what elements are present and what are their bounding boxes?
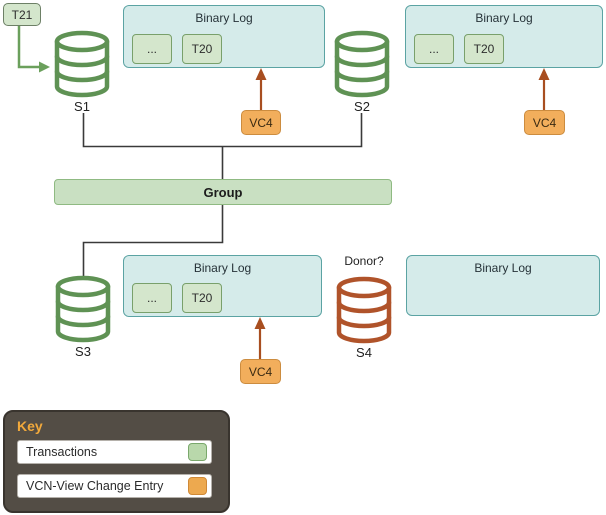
key-item-view-change: VCN-View Change Entry: [17, 474, 212, 498]
binary-log-entries: ... T20: [132, 283, 222, 313]
binary-log-title: Binary Log: [195, 11, 253, 25]
database-icon-s3: [58, 278, 108, 340]
server-label-s2: S2: [354, 99, 370, 114]
binary-log-title: Binary Log: [475, 11, 533, 25]
vc4-arrow-icon-3: [254, 317, 266, 359]
transaction-t20-box: T20: [464, 34, 504, 64]
group-bar: Group: [54, 179, 392, 205]
server-label-s3: S3: [75, 344, 91, 359]
transaction-t20-box: T20: [182, 34, 222, 64]
server-label-s1: S1: [74, 99, 90, 114]
transactions-color-swatch: [188, 443, 207, 461]
key-item-transactions: Transactions: [17, 440, 212, 464]
vc4-arrow-icon-1: [255, 68, 267, 110]
view-change-color-swatch: [188, 477, 207, 495]
key-legend-title: Key: [17, 418, 43, 434]
binary-log-box-s4: Binary Log: [406, 255, 600, 316]
binary-log-entries: ... T20: [132, 34, 222, 64]
key-item-label: VCN-View Change Entry: [26, 479, 164, 493]
binary-log-title: Binary Log: [474, 261, 532, 275]
database-icon-s4: [339, 279, 389, 341]
transaction-ellipsis-box: ...: [132, 34, 172, 64]
key-item-label: Transactions: [26, 445, 98, 459]
transaction-ellipsis-box: ...: [132, 283, 172, 313]
view-change-vc4-box-2: VC4: [524, 110, 565, 135]
database-icon-s1: [57, 33, 107, 95]
binary-log-box-s1: Binary Log ... T20: [123, 5, 325, 68]
transaction-ellipsis-box: ...: [414, 34, 454, 64]
t21-to-s1-arrow-icon: [17, 26, 50, 73]
view-change-vc4-box-3: VC4: [240, 359, 281, 384]
view-change-vc4-box-1: VC4: [241, 110, 281, 135]
key-legend: Key Transactions VCN-View Change Entry: [3, 410, 230, 513]
vc4-arrow-icon-2: [538, 68, 550, 110]
binary-log-entries: ... T20: [414, 34, 504, 64]
donor-question-label: Donor?: [344, 254, 384, 268]
group-connector-lines: [82, 113, 363, 276]
binary-log-title: Binary Log: [193, 261, 252, 275]
binary-log-box-s3: Binary Log ... T20: [123, 255, 322, 317]
database-icon-s2: [337, 33, 387, 95]
binary-log-box-s2: Binary Log ... T20: [405, 5, 603, 68]
transaction-t21-box: T21: [3, 3, 41, 26]
server-label-s4: S4: [356, 345, 372, 360]
transaction-t20-box: T20: [182, 283, 222, 313]
